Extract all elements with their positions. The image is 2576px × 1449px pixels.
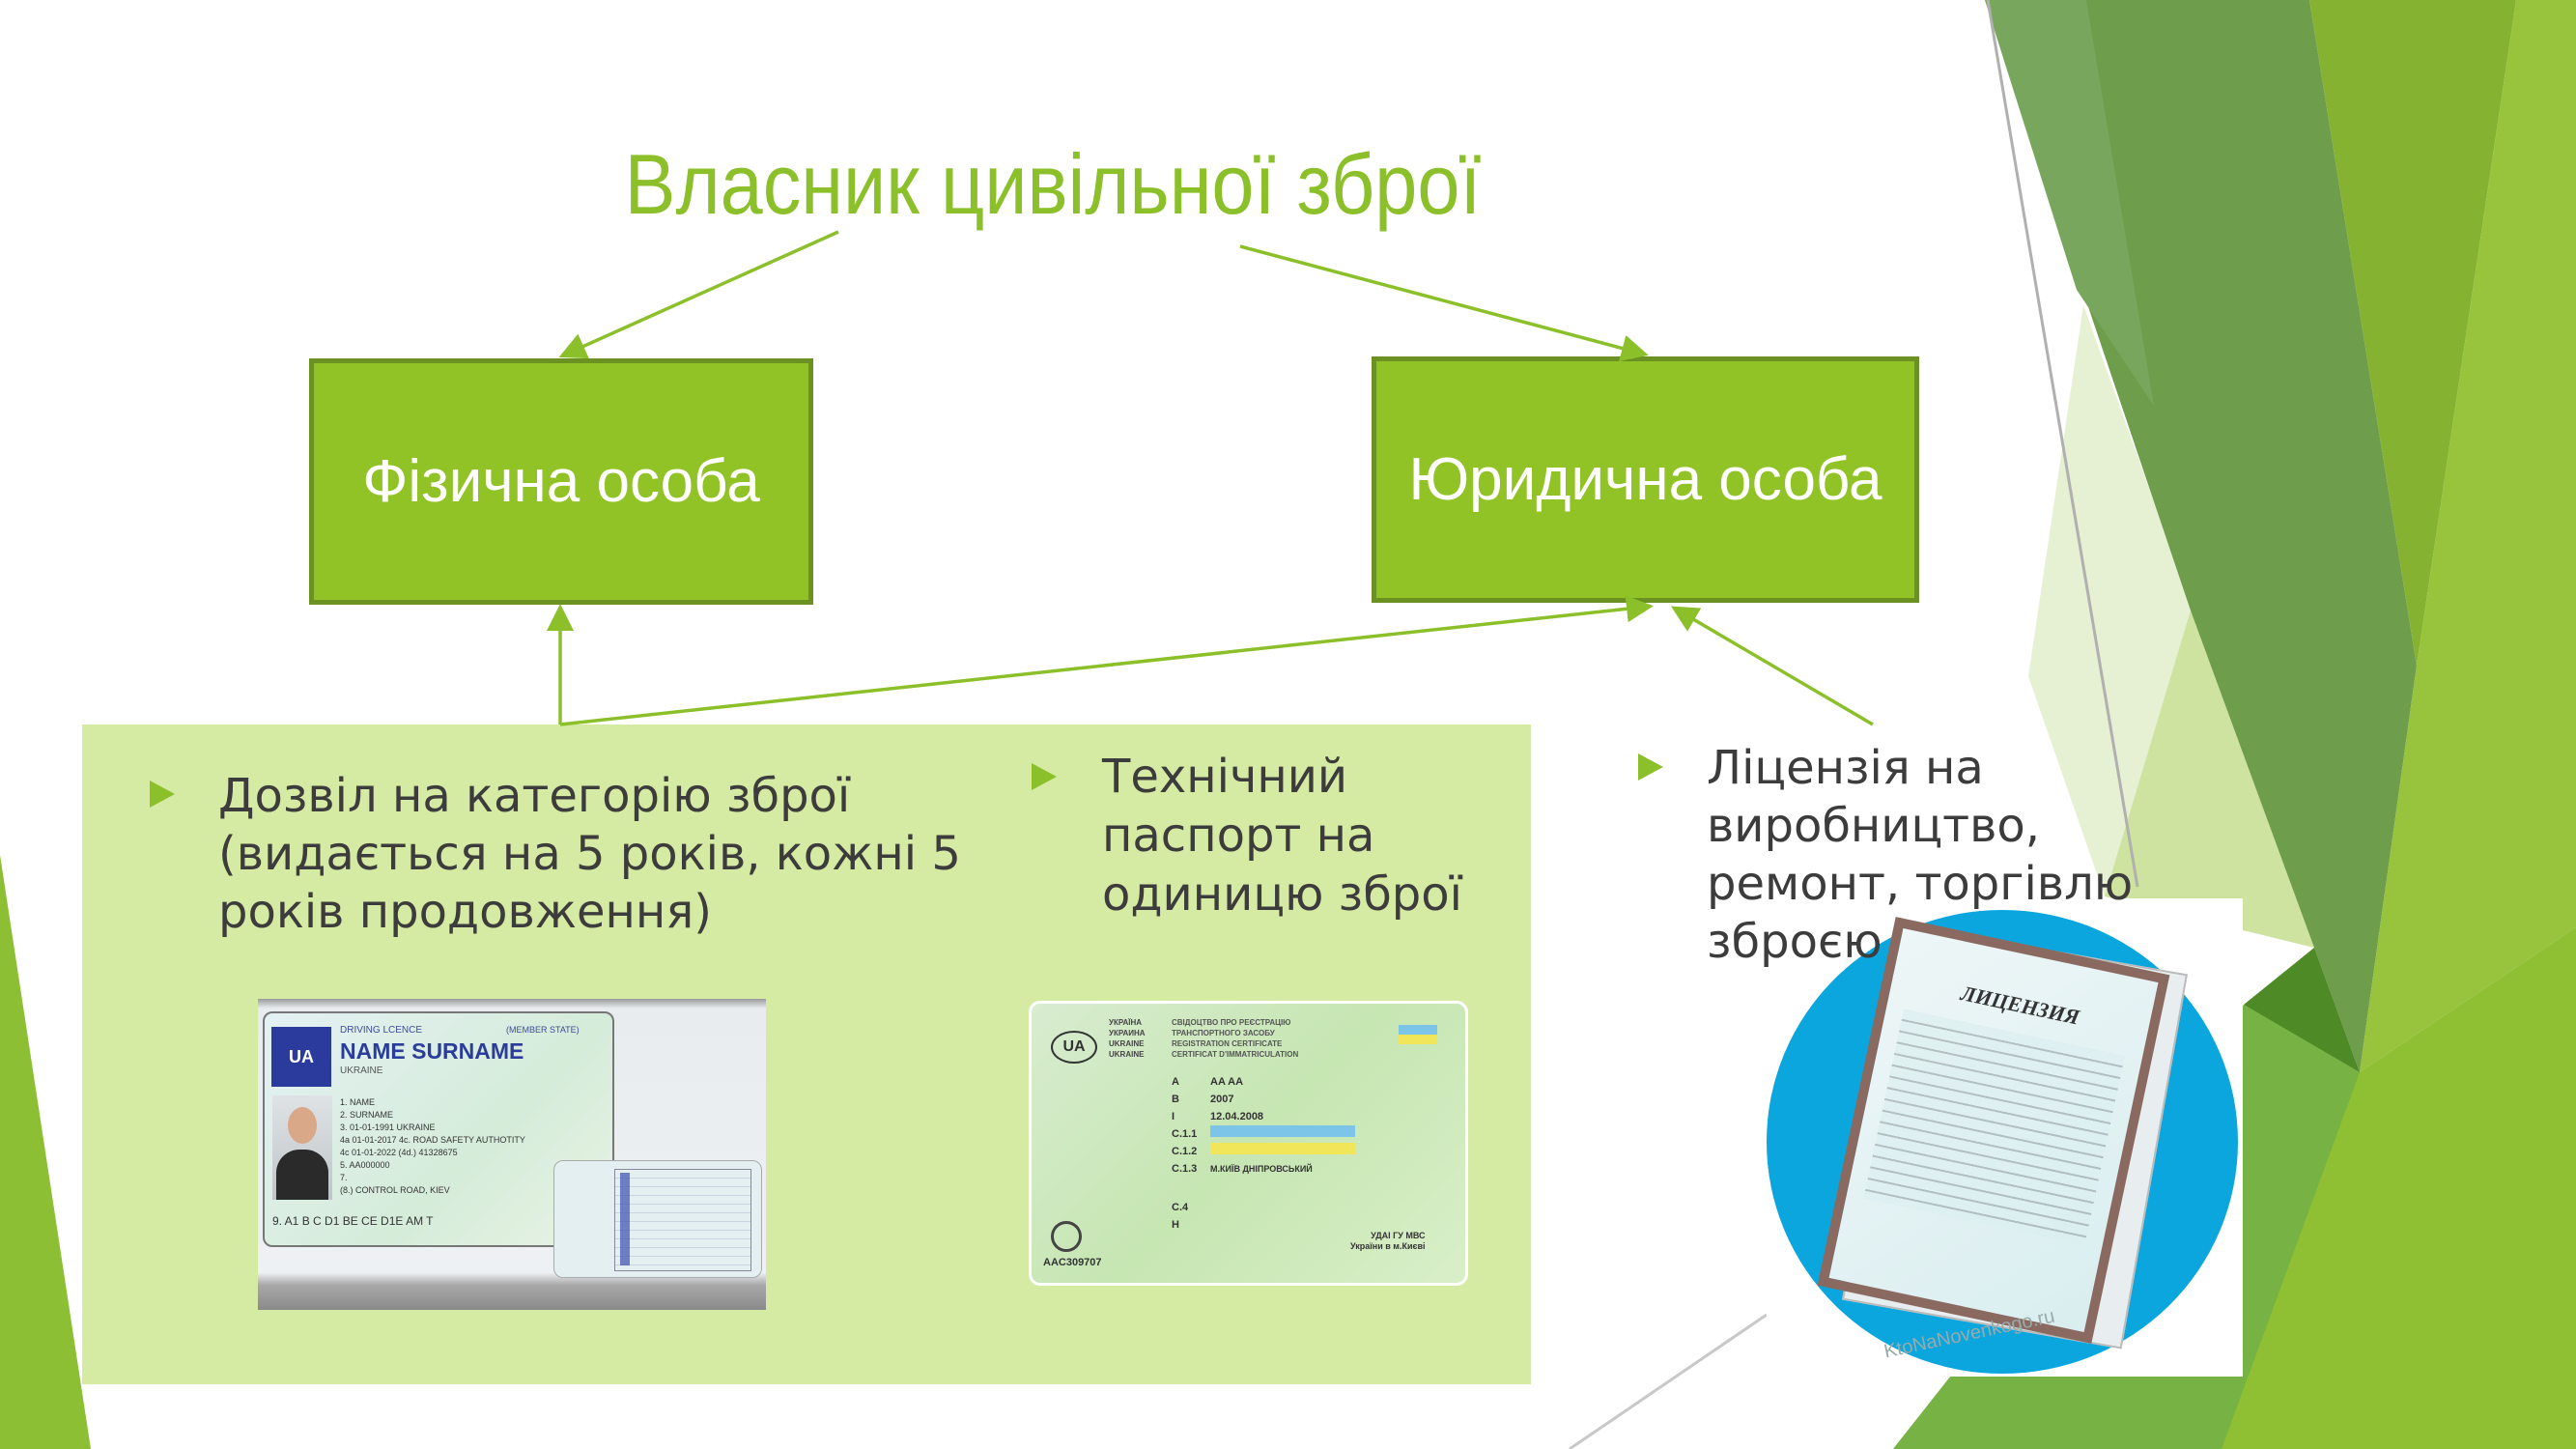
arrow-panel-to-legal (559, 595, 1654, 726)
card-field: 1. NAME (340, 1097, 376, 1107)
row-code: C.1.1 (1172, 1128, 1198, 1140)
text-line: паспорт на (1102, 809, 1375, 863)
country-line: UKRAINE (1109, 1039, 1145, 1048)
licence-back-side (553, 1160, 762, 1278)
bullet-license-text: Ліцензія на виробництво, ремонт, торгівл… (1707, 739, 2133, 971)
arrow-license-to-legal (1670, 606, 1874, 726)
country-line: УКРАЇНА (1109, 1018, 1143, 1027)
card-field: 3. 01-01-1991 UKRAINE (340, 1122, 436, 1132)
text-line: (видається на 5 років, кожні 5 (218, 827, 961, 881)
row-value: 2007 (1210, 1094, 1234, 1105)
row-code: C.1.3 (1172, 1163, 1198, 1175)
card-field: 2. SURNAME (340, 1110, 394, 1120)
card-member: (MEMBER STATE) (506, 1025, 580, 1035)
hologram-icon (1051, 1221, 1082, 1252)
bullet-icon (1032, 763, 1057, 790)
individual-box: Фізична особа (309, 358, 813, 605)
arrow-title-to-individual (558, 230, 839, 359)
registration-certificate-image: UA УКРАЇНА УКРАИНА UKRAINE UKRAINE СВІДО… (1029, 1001, 1468, 1286)
issuer-line: України в м.Києві (1350, 1241, 1426, 1251)
row-code: B (1172, 1094, 1179, 1105)
bullet-icon (150, 781, 175, 808)
heading-line: CERTIFICAT D'IMMATRICULATION (1172, 1050, 1299, 1059)
text-line: виробництво, (1707, 799, 2041, 853)
text-line: одиницю зброї (1102, 867, 1462, 922)
row-code: I (1172, 1111, 1175, 1122)
card-header: DRIVING LCENCE (340, 1025, 423, 1036)
row-code: H (1172, 1219, 1179, 1231)
card-field: 4c 01-01-2022 (4d.) 41328675 (340, 1148, 458, 1157)
bullet-permit-text: Дозвіл на категорію зброї (видається на … (218, 767, 961, 941)
text-line: Ліцензія на (1707, 741, 1984, 795)
country-line: UKRAINE (1109, 1050, 1145, 1059)
bullet-passport-text: Технічний паспорт на одиницю зброї (1102, 748, 1462, 924)
row-value: 12.04.2008 (1210, 1111, 1264, 1122)
text-line: років продовження) (218, 885, 712, 939)
card-categories: 9. A1 B C D1 BE CE D1E AM T (272, 1214, 434, 1228)
text-line: Дозвіл на категорію зброї (218, 769, 851, 823)
ua-badge: UA (1051, 1031, 1097, 1064)
serial-number: AAC309707 (1043, 1257, 1102, 1268)
card-field: 7. (340, 1173, 348, 1182)
driving-licence-image: UA DRIVING LCENCE (MEMBER STATE) NAME SU… (258, 999, 766, 1310)
arrow-title-to-legal (1239, 244, 1649, 362)
heading-line: ТРАНСПОРТНОГО ЗАСОБУ (1172, 1029, 1275, 1037)
bullet-icon (1638, 753, 1663, 781)
card-name: NAME SURNAME (340, 1038, 524, 1064)
photo-placeholder (272, 1095, 332, 1200)
card-field: 5. AA000000 (340, 1160, 390, 1170)
heading-line: СВІДОЦТВО ПРО РЕЄСТРАЦІЮ (1172, 1018, 1291, 1027)
card-field: (8.) CONTROL ROAD, KIEV (340, 1185, 450, 1195)
row-code: A (1172, 1076, 1179, 1088)
card-country: UKRAINE (340, 1065, 383, 1076)
country-line: УКРАИНА (1109, 1029, 1146, 1037)
legal-entity-label: Юридична особа (1408, 446, 1882, 513)
badge-text: UA (289, 1046, 314, 1066)
row-value: М.КИЇВ ДНІПРОВСЬКИЙ (1210, 1164, 1313, 1174)
license-document-image: ЛИЦЕНЗИЯ KtoNaNovenkogo.ru (1767, 898, 2243, 1377)
card-field: 4a 01-01-2017 4c. ROAD SAFETY AUTHOTITY (340, 1135, 525, 1145)
heading-line: REGISTRATION CERTIFICATE (1172, 1039, 1283, 1048)
eu-flag-icon: UA (271, 1027, 331, 1087)
issuer-line: УДАІ ГУ МВС (1371, 1231, 1426, 1240)
row-code: C.1.2 (1172, 1146, 1198, 1157)
text-line: зброєю (1707, 915, 1882, 969)
text-line: ремонт, торгівлю (1707, 857, 2134, 911)
text-line: Технічний (1102, 750, 1348, 804)
row-code: C.4 (1172, 1202, 1189, 1213)
slide-title: Власник цивільної зброї (624, 136, 1482, 232)
individual-label: Фізична особа (362, 448, 760, 515)
row-value: AA AA (1210, 1076, 1244, 1088)
